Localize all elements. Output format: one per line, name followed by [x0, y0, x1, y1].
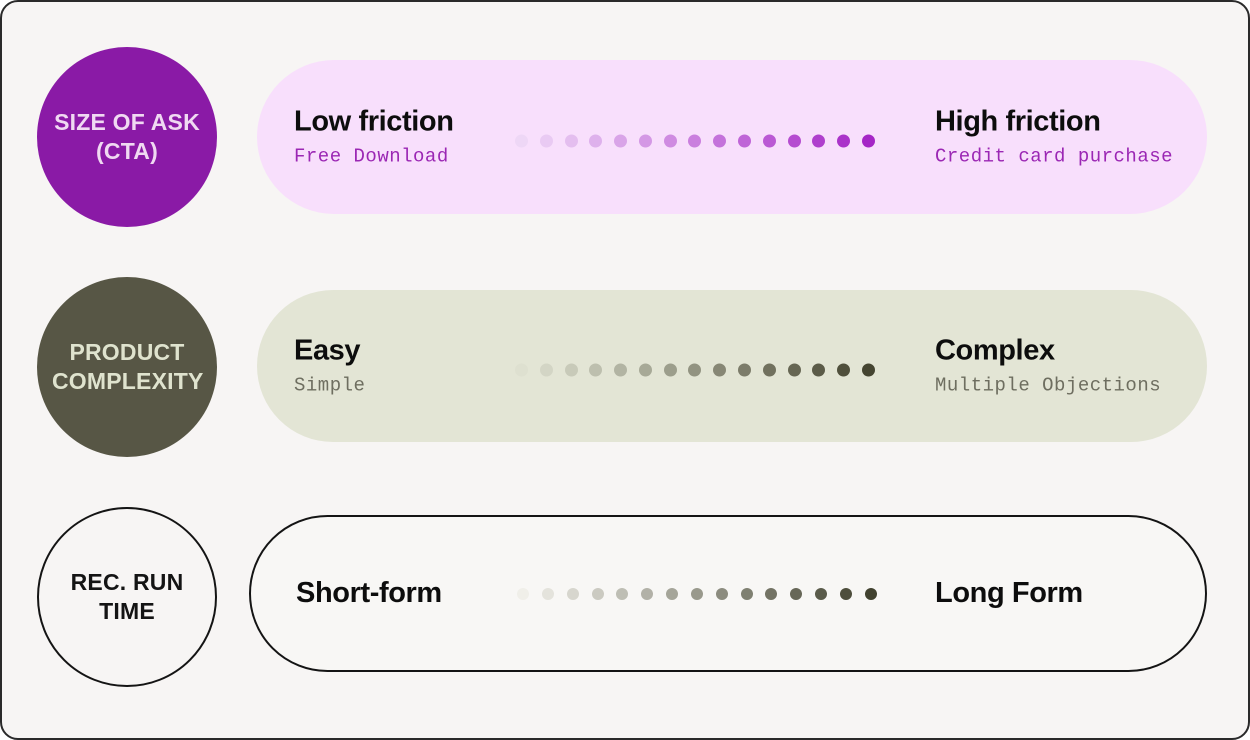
scale-low-end: Easy Simple	[294, 334, 366, 397]
category-label: SIZE OF ASK (CTA)	[54, 108, 200, 164]
row-size-of-ask: SIZE OF ASK (CTA) Low friction Free Down…	[2, 47, 1250, 227]
low-end-subtitle: Free Download	[294, 145, 449, 168]
high-end-subtitle: Credit card purchase	[935, 145, 1174, 168]
category-label: PRODUCT COMPLEXITY	[52, 338, 204, 394]
scale-low-end: Short-form	[296, 576, 442, 610]
high-end-title: High friction	[935, 105, 1101, 138]
low-end-subtitle: Simple	[294, 374, 366, 397]
row-product-complexity: PRODUCT COMPLEXITY Easy Simple Complex M…	[2, 277, 1250, 457]
high-end-title: Complex	[935, 334, 1055, 367]
category-badge-rec-run-time: REC. RUN TIME	[37, 507, 217, 687]
category-label: REC. RUN TIME	[70, 568, 184, 624]
low-end-title: Easy	[294, 334, 361, 367]
scale-high-end: High friction Credit card purchase	[935, 105, 1174, 168]
gradient-dots-product-complexity	[515, 363, 875, 377]
low-end-title: Low friction	[294, 105, 454, 138]
gradient-dots-size-of-ask	[515, 134, 875, 148]
scale-high-end: Long Form	[935, 576, 1083, 610]
high-end-subtitle: Multiple Objections	[935, 374, 1162, 397]
scale-pill-size-of-ask: Low friction Free Download High friction…	[257, 60, 1207, 214]
scale-low-end: Low friction Free Download	[294, 105, 454, 168]
category-badge-size-of-ask: SIZE OF ASK (CTA)	[37, 47, 217, 227]
low-end-title: Short-form	[296, 576, 442, 609]
scale-high-end: Complex Multiple Objections	[935, 334, 1162, 397]
row-rec-run-time: REC. RUN TIME Short-form Long Form	[2, 507, 1250, 687]
scale-pill-rec-run-time: Short-form Long Form	[249, 515, 1207, 672]
category-badge-product-complexity: PRODUCT COMPLEXITY	[37, 277, 217, 457]
high-end-title: Long Form	[935, 576, 1083, 609]
gradient-dots-rec-run-time	[517, 587, 877, 600]
scale-pill-product-complexity: Easy Simple Complex Multiple Objections	[257, 290, 1207, 442]
